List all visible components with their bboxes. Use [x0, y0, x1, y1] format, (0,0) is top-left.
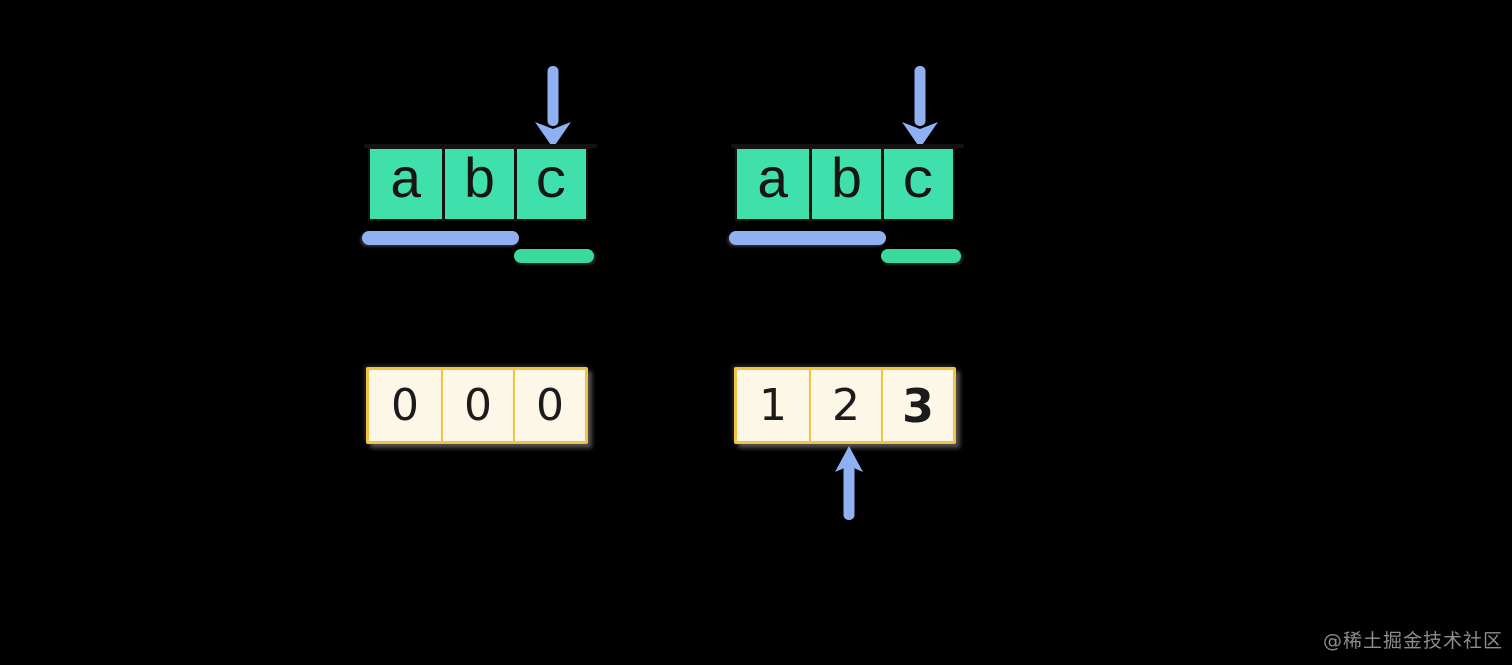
pattern-array-right: a b c [735, 148, 955, 221]
pattern-cell: a [737, 149, 809, 219]
suffix-highlight-bar [881, 249, 961, 263]
pattern-cell: b [809, 149, 881, 219]
pattern-cell: c [514, 149, 586, 219]
value-cell: 0 [513, 370, 585, 441]
prefix-highlight-bar [729, 231, 886, 245]
value-cell: 2 [809, 370, 881, 441]
value-array-left: 0 0 0 [366, 367, 588, 444]
pattern-cell: b [442, 149, 514, 219]
down-arrow-icon [898, 66, 942, 148]
value-cell: 0 [441, 370, 513, 441]
value-cell: 0 [369, 370, 441, 441]
value-cell: 3 [881, 370, 953, 441]
watermark-text: @稀土掘金技术社区 [1322, 630, 1503, 652]
value-cell: 1 [737, 370, 809, 441]
prefix-highlight-bar [362, 231, 519, 245]
down-arrow-icon [531, 66, 575, 148]
pattern-cell: a [370, 149, 442, 219]
suffix-highlight-bar [514, 249, 594, 263]
pattern-cell: c [881, 149, 953, 219]
pattern-array-left: a b c [368, 148, 588, 221]
pattern-array-topline [731, 144, 964, 148]
value-array-right: 1 2 3 [734, 367, 956, 444]
pattern-array-topline [364, 144, 597, 148]
up-arrow-icon [831, 446, 867, 520]
